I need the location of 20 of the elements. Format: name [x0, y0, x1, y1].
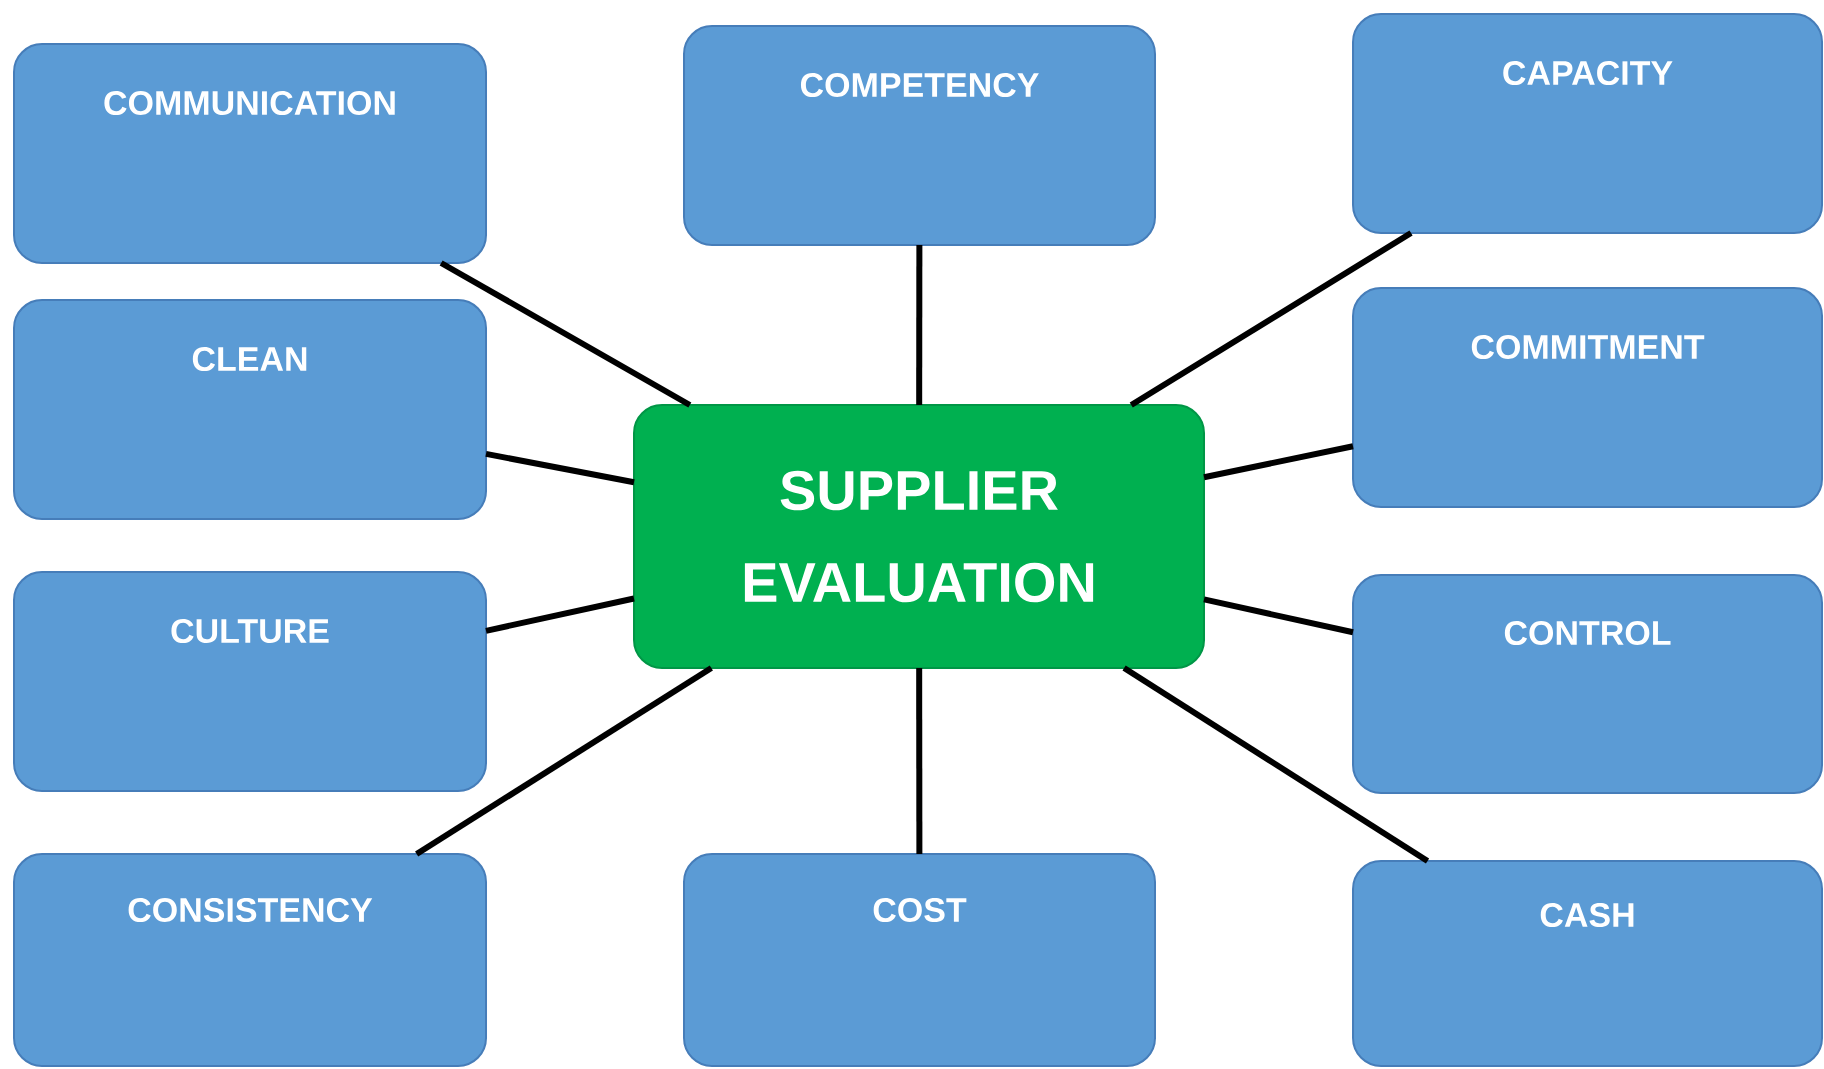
topic-box: CAPACITY	[1352, 13, 1823, 234]
topic-box: CASH	[1352, 860, 1823, 1067]
center-box: SUPPLIER EVALUATION	[633, 404, 1205, 669]
connector-line	[485, 450, 635, 486]
connector-line	[916, 668, 923, 854]
connector-line	[1203, 596, 1354, 636]
connector-line	[439, 260, 692, 408]
topic-box: COST	[683, 853, 1156, 1067]
topic-box: CONTROL	[1352, 574, 1823, 794]
topic-box: CULTURE	[13, 571, 487, 792]
connector-line	[1129, 230, 1413, 408]
topic-box: CONSISTENCY	[13, 853, 487, 1067]
topic-box: COMPETENCY	[683, 25, 1156, 246]
topic-box: CLEAN	[13, 299, 487, 520]
connector-line	[415, 665, 713, 857]
connector-line	[1122, 665, 1430, 864]
topic-box: COMMITMENT	[1352, 287, 1823, 508]
connector-line	[485, 595, 635, 634]
connector-line	[1203, 443, 1354, 481]
topic-box: COMMUNICATION	[13, 43, 487, 264]
